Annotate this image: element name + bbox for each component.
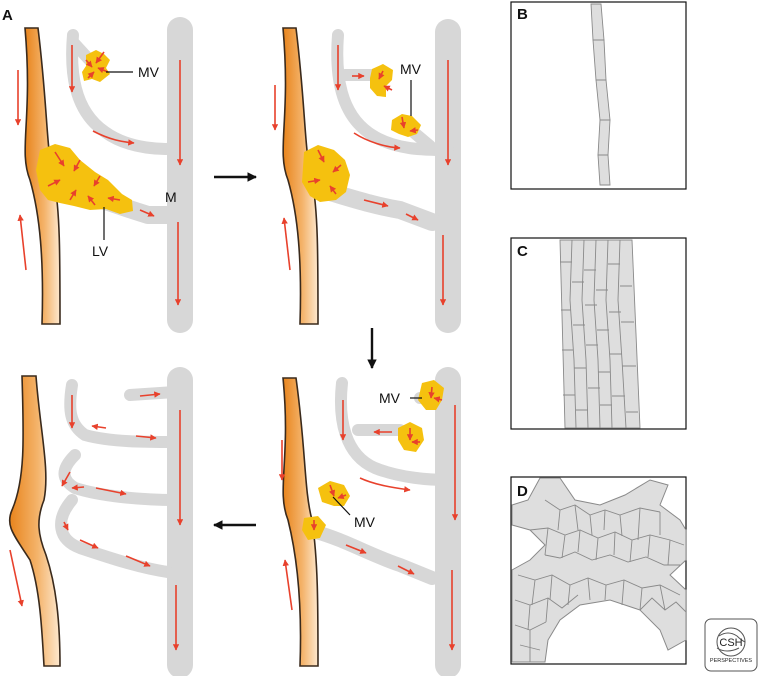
flow-arrows: [14, 45, 184, 306]
panel-b: B: [510, 1, 687, 190]
label-mv: MV: [354, 514, 376, 530]
logo-line-1: CSH: [719, 637, 742, 649]
mv-cluster: [398, 422, 424, 452]
label-lv: LV: [92, 243, 109, 259]
vessel-network: [55, 367, 193, 676]
flow-arrows: [278, 386, 459, 651]
lv-cluster: [302, 145, 350, 202]
panel-label-c: C: [517, 243, 528, 260]
single-cell-vessel: [590, 3, 611, 186]
panel-a-stage-2: MV: [271, 19, 461, 333]
logo-line-2: PERSPECTIVES: [710, 658, 753, 664]
label-mv: MV: [138, 64, 160, 80]
artery: [282, 27, 319, 325]
multicellular-vessel: [559, 239, 641, 429]
artery: [282, 377, 319, 667]
panel-label-b: B: [517, 6, 528, 23]
panel-d: D: [510, 476, 687, 665]
cell-sheet: [511, 477, 687, 663]
label-m: M: [165, 189, 177, 205]
mv-cluster: [391, 114, 421, 137]
artery: [8, 375, 61, 667]
panel-a-stage-3: MV MV: [278, 367, 461, 676]
leader-line: [332, 496, 351, 516]
panel-c: C: [510, 237, 687, 430]
flow-arrows: [9, 391, 184, 651]
panel-a-stage-4: [8, 367, 193, 676]
panel-a-stage-1: MV LV M: [14, 17, 193, 333]
csh-perspectives-logo: CSH PERSPECTIVES: [704, 618, 758, 672]
flow-arrows: [271, 45, 452, 306]
vessel-network: [309, 367, 461, 676]
label-mv: MV: [400, 61, 422, 77]
label-mv: MV: [379, 390, 401, 406]
panel-label-d: D: [517, 483, 528, 500]
panel-label-a: A: [2, 7, 13, 24]
mv-cluster: [318, 481, 350, 506]
dna-helix-icon: [716, 627, 746, 657]
mv-cluster: [370, 64, 393, 97]
